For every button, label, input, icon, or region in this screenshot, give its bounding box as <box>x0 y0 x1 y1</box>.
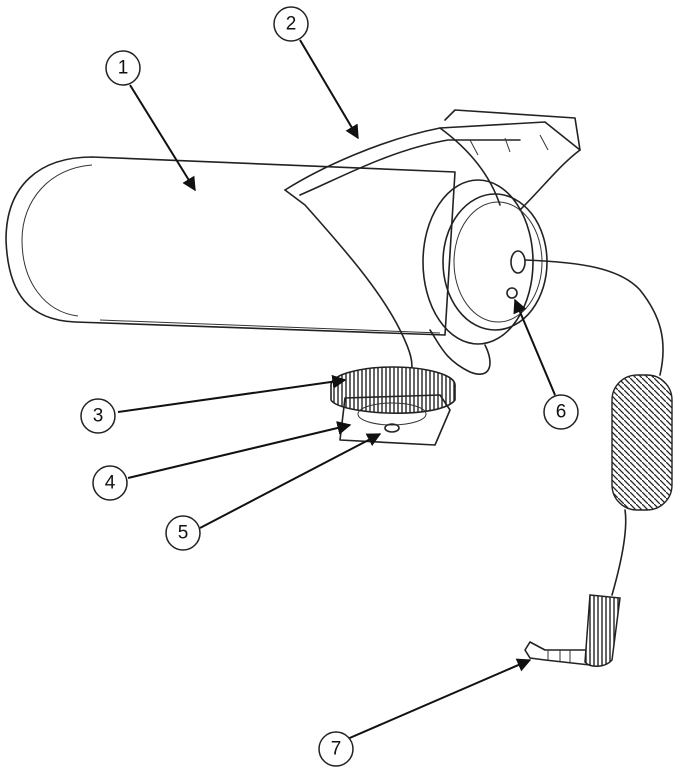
leader-3 <box>118 380 345 412</box>
callout-1: 1 <box>106 51 140 85</box>
svg-text:4: 4 <box>105 473 116 494</box>
svg-text:6: 6 <box>556 402 567 423</box>
svg-text:5: 5 <box>178 523 189 544</box>
shock-mount <box>285 110 580 375</box>
locking-ring <box>331 367 455 413</box>
callout-7: 7 <box>319 732 353 766</box>
leader-1 <box>130 85 195 190</box>
svg-text:7: 7 <box>331 739 342 760</box>
svg-text:1: 1 <box>118 58 129 79</box>
audio-plug <box>525 595 620 666</box>
svg-text:3: 3 <box>93 406 104 427</box>
callout-6: 6 <box>544 395 578 429</box>
callout-2: 2 <box>274 7 308 41</box>
cable-output <box>507 251 525 298</box>
leader-2 <box>300 40 358 138</box>
leader-7 <box>345 660 530 740</box>
leader-4 <box>128 425 350 478</box>
cable <box>525 260 672 595</box>
callout-4: 4 <box>93 466 127 500</box>
svg-text:2: 2 <box>286 14 297 35</box>
leader-6 <box>515 300 555 395</box>
leader-5 <box>200 434 380 528</box>
callout-5: 5 <box>166 516 200 550</box>
rear-cap <box>423 180 547 344</box>
callout-3: 3 <box>81 399 115 433</box>
